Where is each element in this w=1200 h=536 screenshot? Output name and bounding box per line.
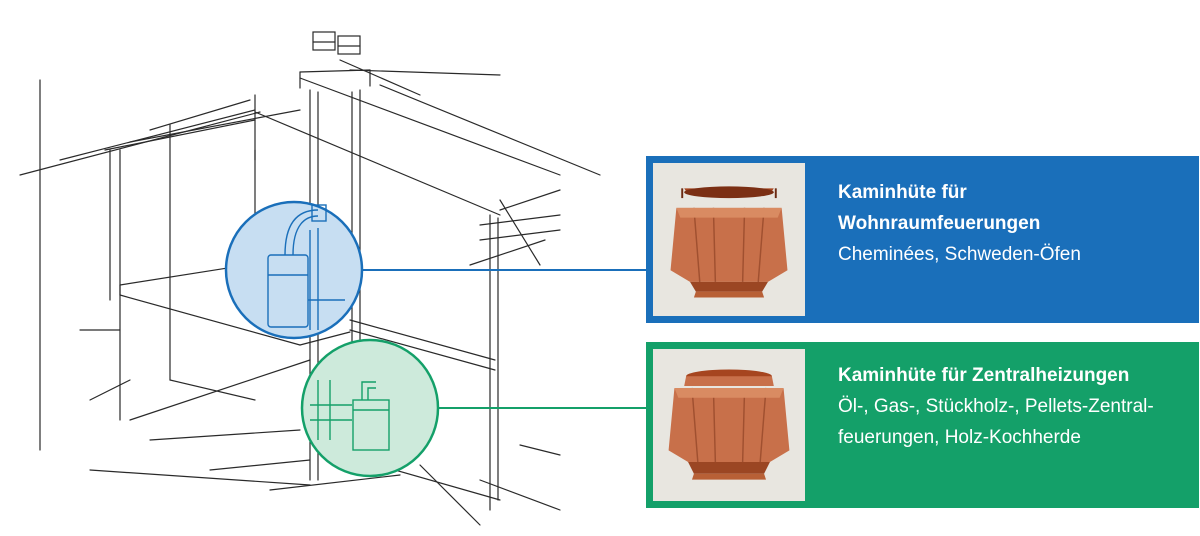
card-title-line1: Kaminhüte für [838,182,967,203]
copper-chimney-cap-photo [653,349,805,501]
card-subtitle-line2: feuerungen, Holz-Kochherde [838,427,1081,448]
card-zentralheizungen: Kaminhüte für Zentralheizungen Öl-, Gas-… [646,342,1199,508]
card-subtitle-line1: Öl-, Gas-, Stückholz-, Pellets-Zentral- [838,396,1154,417]
card-subtitle: Cheminées, Schweden-Öfen [838,244,1081,265]
boiler-detail-circle [300,338,440,478]
copper-chimney-cap-photo [653,163,805,316]
stove-detail-circle [224,200,364,340]
card-title: Kaminhüte für Zentralheizungen [838,365,1130,386]
card-wohnraumfeuerungen: Kaminhüte für Wohnraumfeuerungen Cheminé… [646,156,1199,323]
card-title-line2: Wohnraumfeuerungen [838,213,1041,234]
